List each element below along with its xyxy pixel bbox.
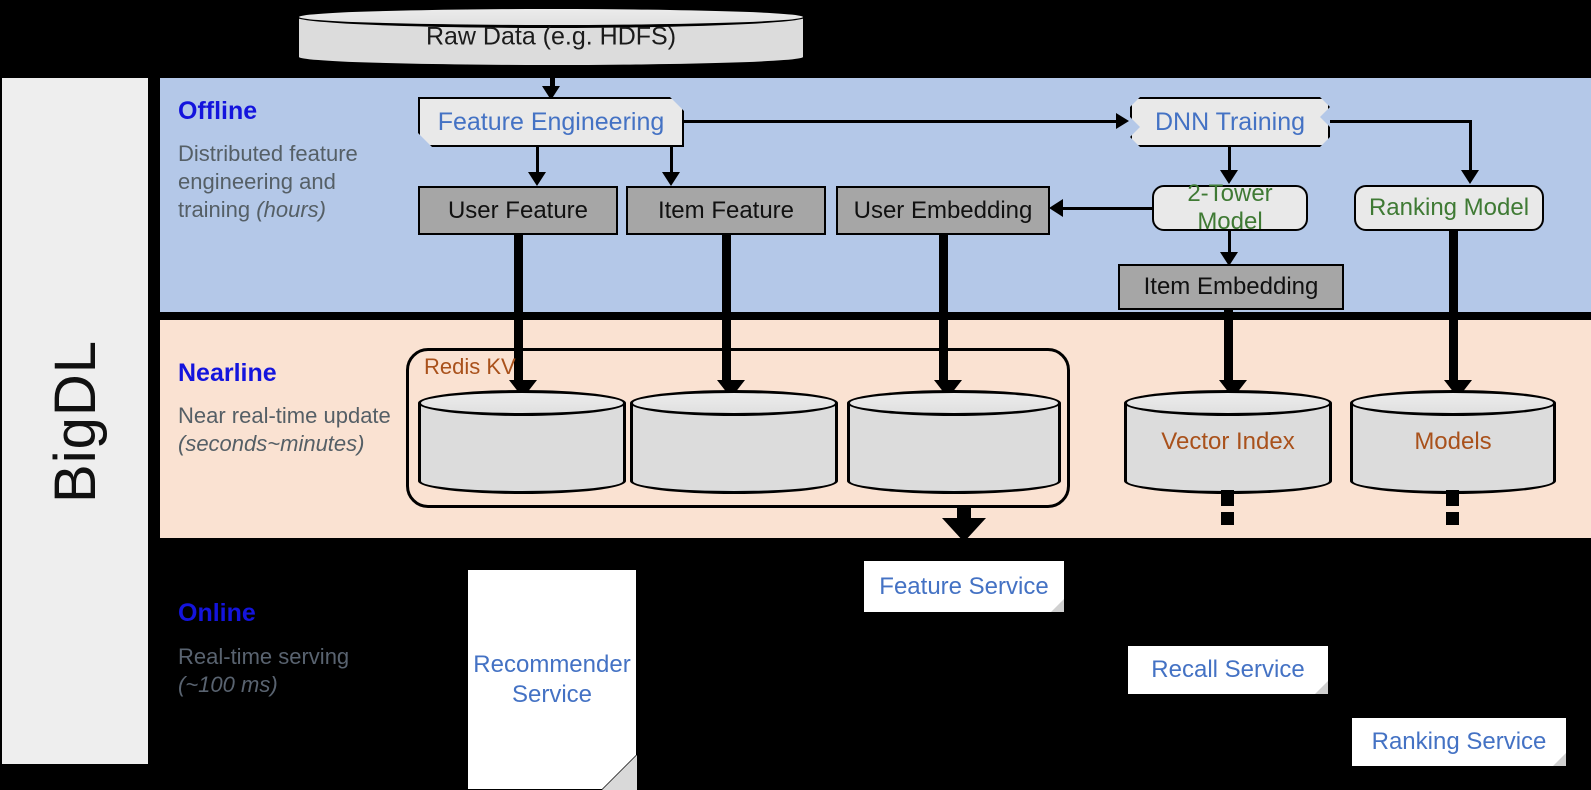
store-item-feature-body: [630, 403, 838, 481]
node-user-feature-label: User Feature: [447, 196, 589, 224]
node-recall-service-label: Recall Service: [1151, 656, 1305, 683]
band-subtitle-offline: Distributed feature engineering and trai…: [178, 141, 358, 223]
node-user-embedding-label: User Embedding: [853, 196, 1033, 224]
pipe-models-ranking-b: [1446, 512, 1459, 525]
raw-data-top: [296, 6, 806, 28]
bigdl-logo: BigDL: [2, 78, 148, 764]
pipe-user-embedding-store: [939, 234, 948, 384]
pipe-models-ranking-a: [1446, 490, 1459, 506]
group-redis-kv: [406, 348, 1070, 508]
arrowhead-2tower-user-embedding: [1049, 199, 1063, 217]
connector-2tower-item-embedding: [1228, 231, 1231, 254]
connector-rawdata-fe: [550, 68, 555, 90]
node-2-tower-model-label: 2-Tower Model: [1187, 180, 1273, 235]
connector-fe-user-feature: [536, 147, 539, 175]
pipe-item-feature-store: [722, 234, 731, 384]
connector-fe-item-feature: [670, 147, 673, 175]
store-user-embedding[interactable]: [847, 390, 1061, 494]
band-title-nearline: Nearline: [178, 359, 277, 387]
pipe-item-embedding-vector-index: [1224, 308, 1233, 384]
node-2-tower-model[interactable]: 2-Tower Model: [1152, 180, 1308, 235]
arrowhead-redis-feature-service: [942, 518, 986, 542]
store-user-embedding-top: [847, 390, 1061, 416]
store-models-body: [1350, 403, 1556, 481]
pipe-user-feature-store: [514, 234, 523, 384]
node-item-feature-label: Item Feature: [657, 196, 795, 224]
node-feature-service-label: Feature Service: [879, 572, 1049, 600]
pipe-vector-index-recall-a: [1221, 490, 1234, 506]
store-models-top: [1350, 390, 1556, 416]
arrowhead-dnn-ranking: [1461, 170, 1479, 184]
node-item-embedding-label: Item Embedding: [1143, 273, 1319, 300]
node-user-feature[interactable]: User Feature: [418, 186, 618, 235]
connector-fe-dnn: [684, 120, 1116, 123]
raw-data-store: Raw Data (e.g. HDFS): [296, 6, 806, 68]
node-recall-service[interactable]: Recall Service: [1128, 646, 1328, 694]
store-vector-index-top: [1124, 390, 1332, 416]
node-item-embedding[interactable]: Item Embedding: [1118, 264, 1344, 310]
store-user-feature-top: [418, 390, 626, 416]
node-dnn-training[interactable]: DNN Training: [1130, 97, 1330, 147]
store-vector-index-body: [1124, 403, 1332, 481]
connector-dnn-ranking-v: [1469, 120, 1472, 172]
bigdl-logo-text: BigDL: [42, 339, 108, 503]
store-vector-index-label: Vector Index: [1161, 428, 1295, 455]
connector-dnn-ranking-h: [1330, 120, 1472, 123]
band-title-online: Online: [178, 599, 256, 627]
band-subtitle-online: Real-time serving (~100 ms): [178, 644, 350, 698]
node-ranking-service-label: Ranking Service: [1371, 728, 1547, 755]
node-feature-service[interactable]: Feature Service: [864, 561, 1064, 612]
arrowhead-fe-item-feature: [662, 172, 680, 186]
arrowhead-fe-dnn: [1116, 113, 1129, 129]
arrowhead-rawdata-fe: [542, 86, 560, 100]
store-item-feature[interactable]: [630, 390, 838, 494]
node-dnn-training-label: DNN Training: [1154, 107, 1306, 136]
store-user-embedding-body: [847, 403, 1061, 481]
pipe-ranking-model-models: [1449, 230, 1458, 384]
raw-data-label: Raw Data (e.g. HDFS): [425, 22, 677, 51]
node-ranking-service[interactable]: Ranking Service: [1352, 718, 1566, 766]
sidebar-bigdl: BigDL: [2, 78, 148, 764]
node-ranking-model-label: Ranking Model: [1368, 194, 1530, 221]
group-redis-kv-label: Redis KV: [424, 354, 516, 379]
connector-2tower-user-embedding: [1062, 207, 1154, 210]
store-user-feature-body: [418, 403, 626, 481]
connector-dnn-2tower: [1228, 147, 1231, 172]
arrowhead-fe-user-feature: [528, 172, 546, 186]
node-ranking-model[interactable]: Ranking Model: [1354, 185, 1544, 231]
node-user-embedding[interactable]: User Embedding: [836, 186, 1050, 235]
band-subtitle-nearline: Near real-time update (seconds~minutes): [178, 403, 391, 457]
node-item-feature[interactable]: Item Feature: [626, 186, 826, 235]
store-user-feature[interactable]: [418, 390, 626, 494]
arrowhead-dnn-2tower: [1220, 170, 1238, 184]
band-title-offline: Offline: [178, 97, 258, 125]
store-item-feature-top: [630, 390, 838, 416]
store-models-label: Models: [1414, 428, 1492, 455]
store-vector-index[interactable]: Vector Index: [1124, 390, 1332, 494]
store-models[interactable]: Models: [1350, 390, 1556, 494]
node-feature-engineering[interactable]: Feature Engineering: [418, 97, 684, 147]
pipe-vector-index-recall-b: [1221, 512, 1234, 525]
arrowhead-2tower-item-embedding: [1220, 252, 1238, 266]
node-feature-engineering-label: Feature Engineering: [437, 107, 665, 136]
